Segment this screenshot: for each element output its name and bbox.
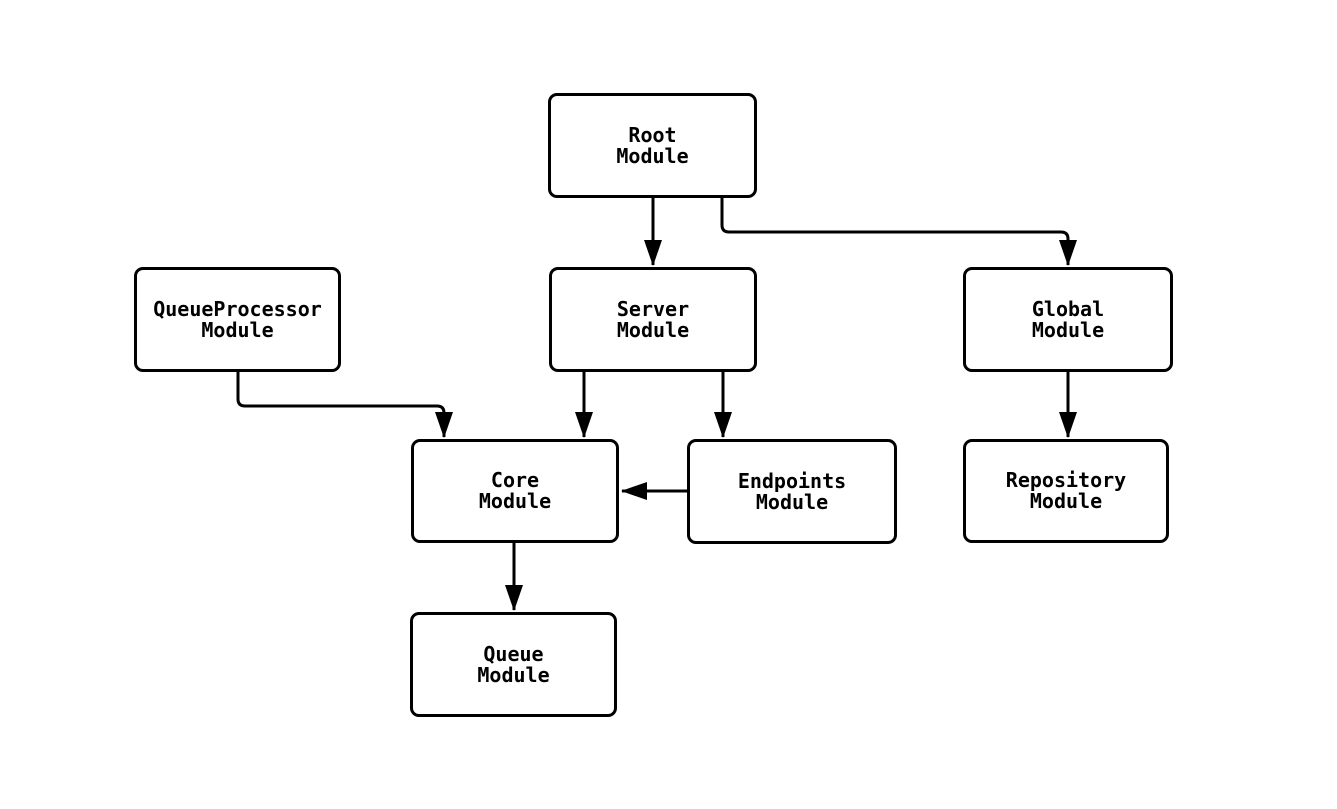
node-label-line: Root bbox=[628, 122, 677, 147]
edges-group bbox=[236, 197, 1077, 611]
node-label-line: Module bbox=[755, 489, 829, 514]
node-label-line: Server bbox=[616, 296, 690, 321]
node-label-line: Module bbox=[616, 317, 690, 342]
node-label-line: Core bbox=[490, 468, 540, 492]
node-label-line: Module bbox=[478, 489, 552, 513]
node-label-line: Module bbox=[616, 143, 689, 168]
edge-root-module-to-global-module bbox=[720, 197, 1077, 266]
node-label-line: Module bbox=[477, 662, 550, 687]
node-label-line: Repository bbox=[1005, 468, 1127, 492]
node-label-line: Module bbox=[1029, 489, 1103, 513]
node-label-line: Module bbox=[1031, 317, 1105, 342]
node-label-line: QueueProcessor bbox=[153, 296, 322, 321]
node-label-line: Endpoints bbox=[737, 468, 847, 493]
node-label-line: Global bbox=[1031, 296, 1105, 321]
node-label-line: Module bbox=[201, 317, 274, 342]
node-label-line: Queue bbox=[483, 641, 544, 666]
edge-queueprocessor-module-to-core-module bbox=[236, 371, 453, 438]
